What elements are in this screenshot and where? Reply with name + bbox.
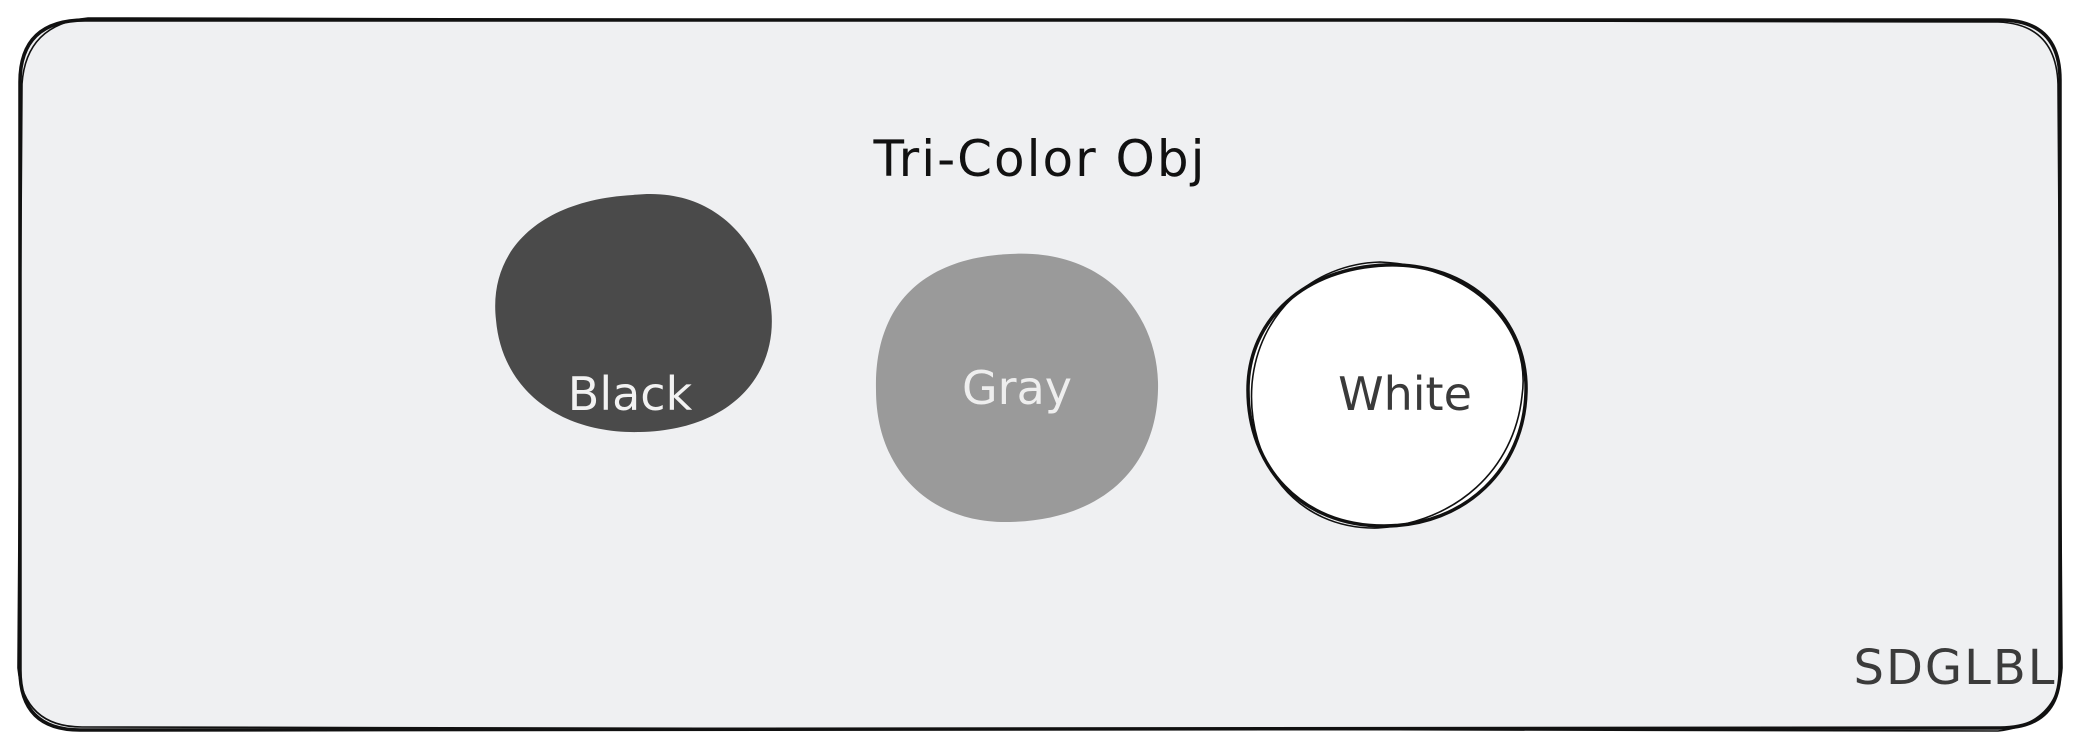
panel-sketch-line (17, 17, 2063, 732)
watermark: SDGLBL (1853, 640, 2056, 696)
node-black-shape (495, 193, 772, 433)
node-white-sketch-line (1250, 261, 1524, 529)
node-gray-shape (875, 253, 1159, 523)
node-white[interactable]: White (1246, 261, 1528, 529)
node-black-label: Black (568, 367, 693, 421)
node-white-label: White (1338, 367, 1472, 421)
node-gray-label: Gray (962, 361, 1072, 415)
node-gray[interactable]: Gray (875, 253, 1159, 523)
node-white-shape (1246, 263, 1528, 528)
diagram-title: Tri-Color Obj (872, 130, 1206, 188)
node-black[interactable]: Black (495, 193, 772, 433)
